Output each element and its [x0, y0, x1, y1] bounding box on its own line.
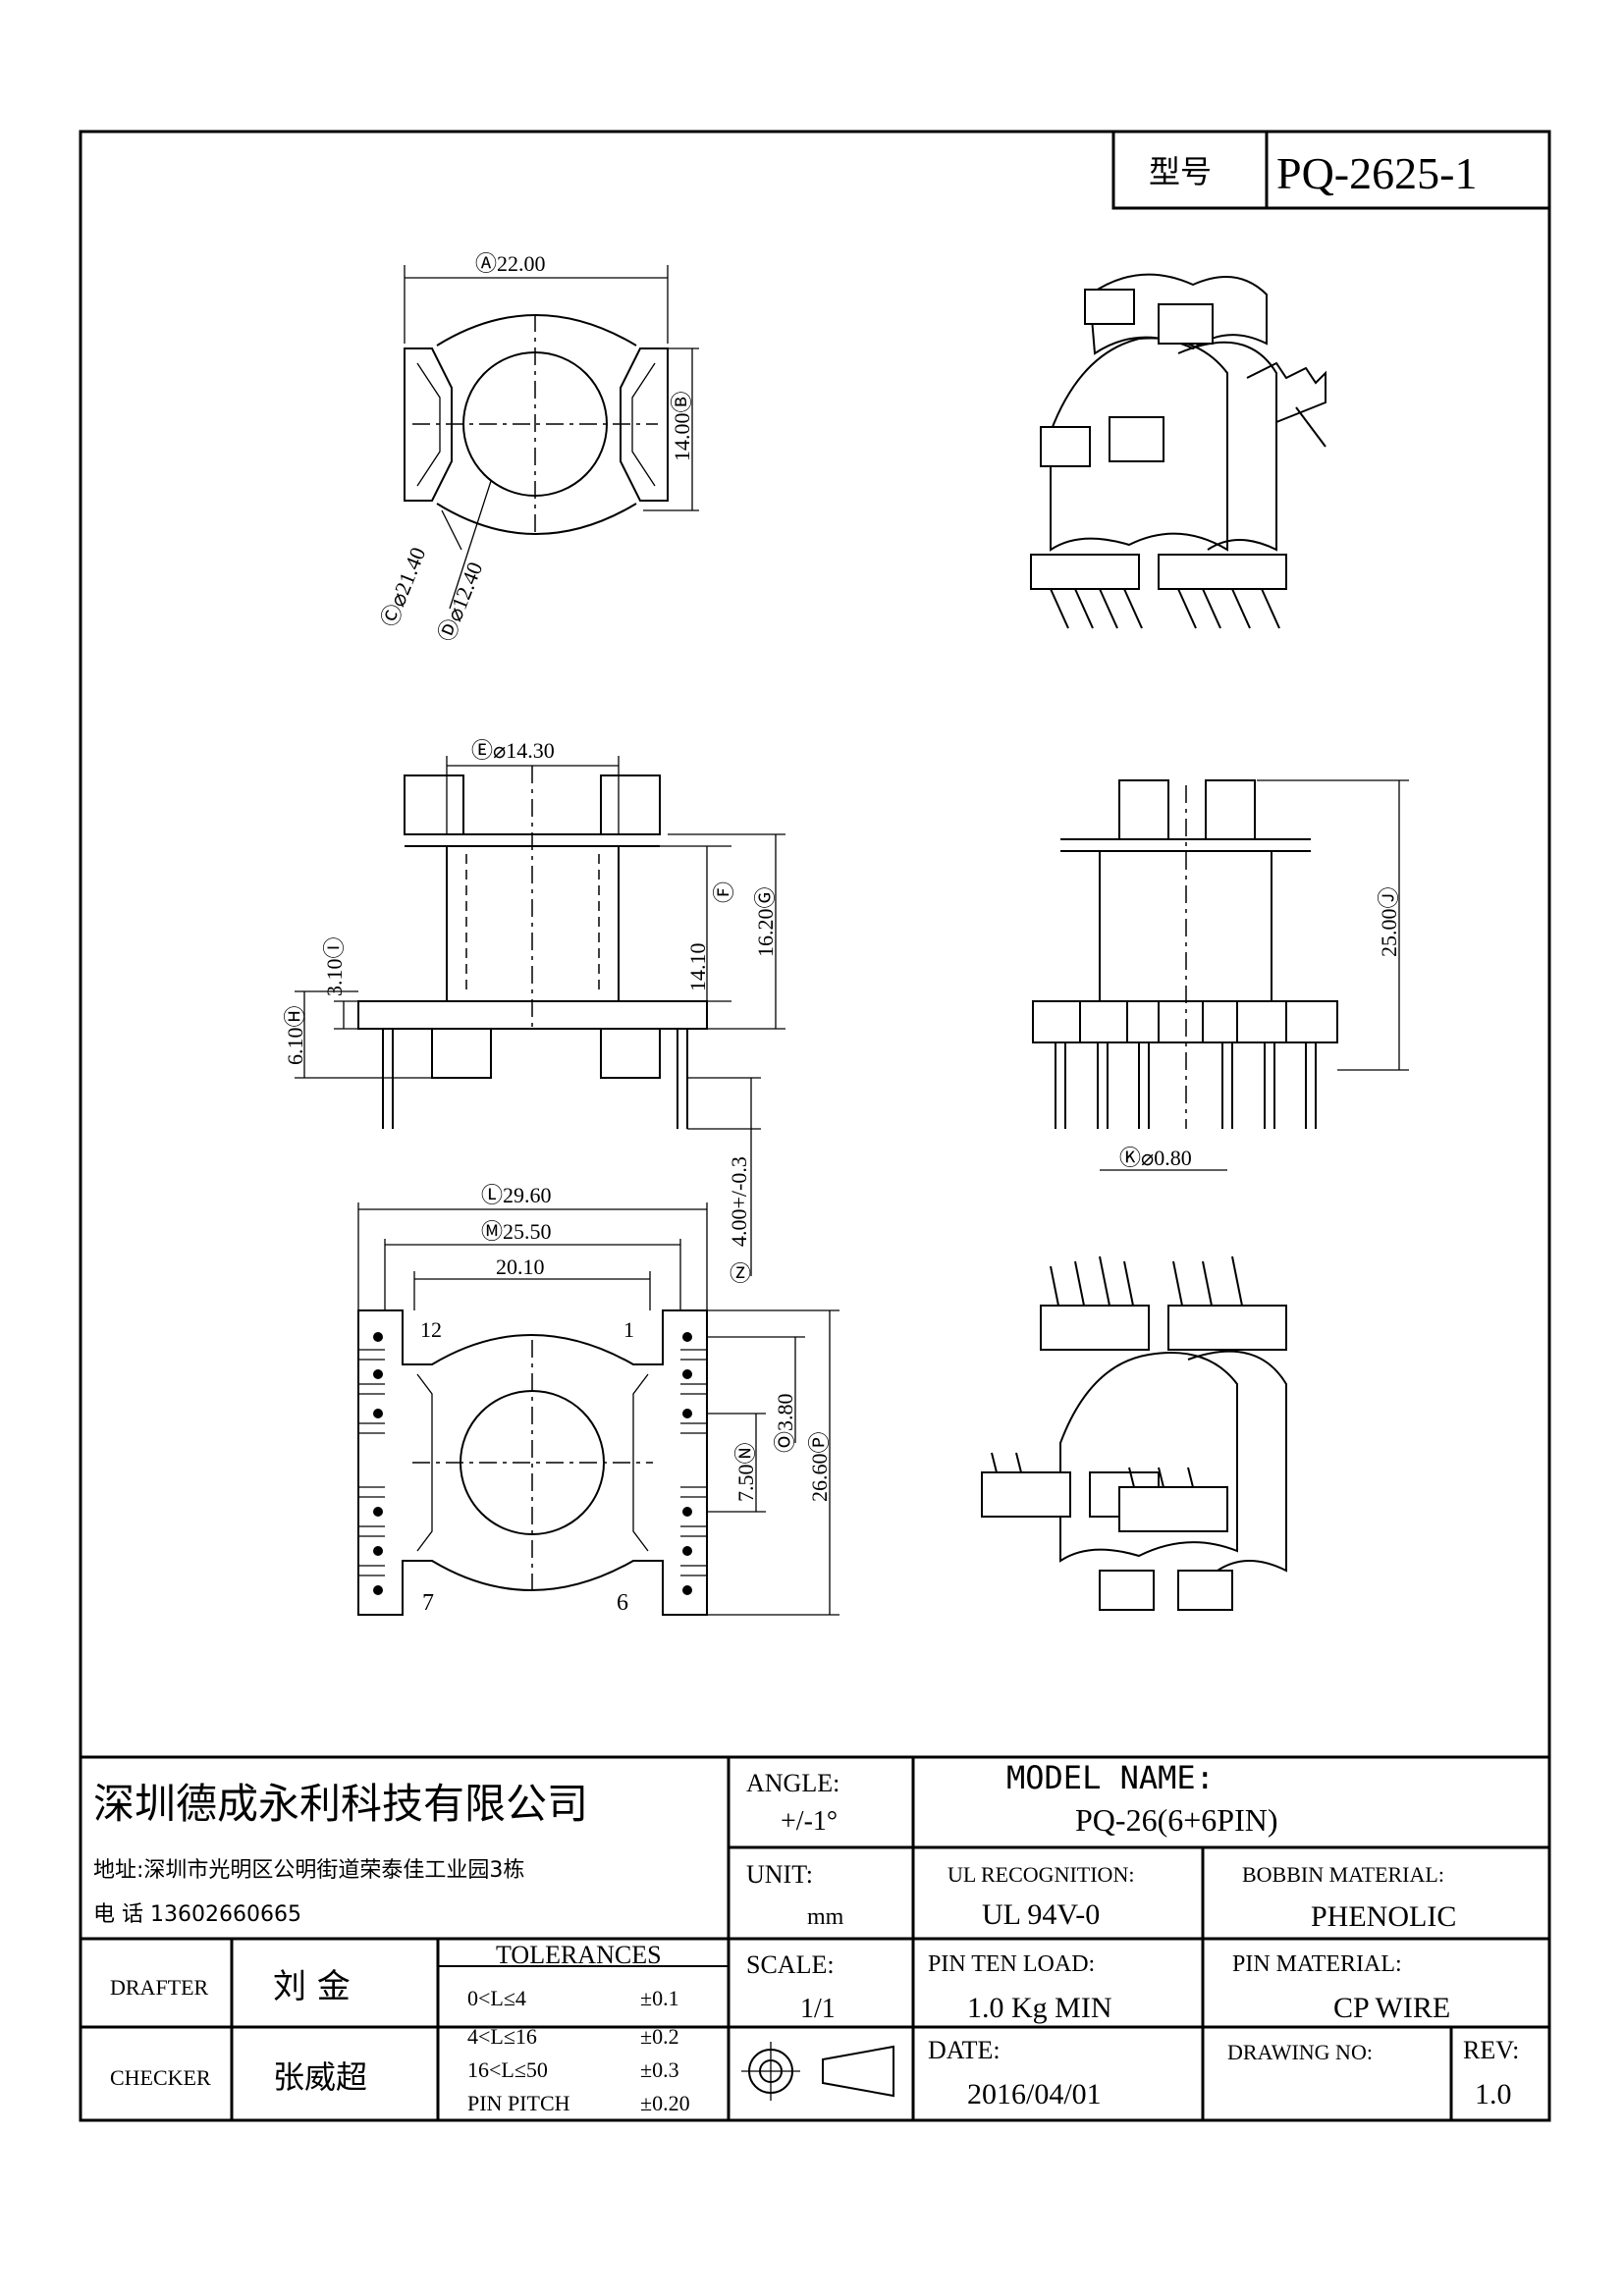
model-box: 型号 PQ-2625-1 — [1111, 130, 1551, 210]
dim-z-tag: Ⓩ — [730, 1261, 751, 1286]
dim-h: 6.10Ⓗ — [283, 1005, 307, 1065]
model-box-value: PQ-2625-1 — [1276, 148, 1477, 198]
checker-label: CHECKER — [110, 2065, 211, 2090]
tol-range-2: 4<L≤16 — [467, 2024, 537, 2049]
pin-label-1: 1 — [623, 1317, 634, 1342]
pin-label-6: 6 — [617, 1590, 628, 1616]
checker-value: 张威超 — [273, 2058, 367, 2096]
side-view: 25.00Ⓙ Ⓚ⌀0.80 — [1032, 779, 1409, 1171]
bottom-view: Ⓛ29.60 Ⓜ25.50 20.10 12 1 7 6 7.50Ⓝ Ⓞ3.80… — [357, 1183, 839, 1616]
dim-n: 7.50Ⓝ — [733, 1442, 758, 1502]
drawing-no-label: DRAWING NO: — [1227, 2040, 1373, 2064]
tol-value-2: ±0.2 — [640, 2024, 679, 2049]
company-name: 深圳德成永利科技有限公司 — [93, 1780, 588, 1828]
model-name-label: MODEL NAME: — [1006, 1759, 1215, 1796]
dim-a: Ⓐ22.00 — [475, 251, 546, 276]
dim-f: 14.10 — [685, 943, 710, 992]
top-view: Ⓐ22.00 14.00Ⓑ Ⓒ⌀21.40 Ⓓ⌀12.40 — [376, 251, 699, 645]
dim-w: 20.10 — [496, 1255, 545, 1279]
dim-l: Ⓛ29.60 — [481, 1183, 552, 1207]
dim-g: 16.20Ⓖ — [753, 886, 778, 957]
dim-m: Ⓜ25.50 — [481, 1219, 552, 1244]
dim-k: Ⓚ⌀0.80 — [1119, 1146, 1192, 1170]
dim-j: 25.00Ⓙ — [1377, 886, 1401, 957]
dim-c: Ⓒ⌀21.40 — [376, 544, 430, 630]
tol-range-1: 0<L≤4 — [467, 1986, 526, 2010]
company-phone: 电 话 13602660665 — [93, 1902, 301, 1927]
dim-z: 4.00+/-0.3 — [727, 1156, 751, 1247]
date-value: 2016/04/01 — [967, 2078, 1102, 2110]
isometric-view-bottom — [981, 1255, 1287, 1611]
pin-label-7: 7 — [422, 1590, 434, 1616]
pin-material-label: PIN MATERIAL: — [1232, 1951, 1402, 1977]
title-block: 深圳德成永利科技有限公司 地址:深圳市光明区公明街道荣泰佳工业园3栋 电 话 1… — [81, 1755, 1549, 2120]
tol-value-3: ±0.3 — [640, 2057, 679, 2082]
company-address: 地址:深圳市光明区公明街道荣泰佳工业园3栋 — [93, 1858, 524, 1883]
dim-i: 3.10Ⓘ — [322, 936, 347, 996]
pin-load-label: PIN TEN LOAD: — [928, 1951, 1095, 1977]
drawing-border — [79, 130, 1551, 2122]
dim-f-tag: Ⓕ — [712, 881, 736, 903]
front-view: Ⓔ⌀14.30 14.10 Ⓕ 16.20Ⓖ 3.10Ⓘ 6.10Ⓗ 4.00+… — [283, 738, 785, 1286]
drafter-value: 刘 金 — [273, 1967, 351, 2006]
pin-load-value: 1.0 Kg MIN — [967, 1992, 1112, 2024]
model-box-label: 型号 — [1149, 153, 1212, 190]
tolerances-label: TOLERANCES — [496, 1941, 662, 1969]
dim-e: Ⓔ⌀14.30 — [471, 738, 555, 763]
projection-symbol-icon — [741, 2042, 894, 2101]
scale-value: 1/1 — [800, 1994, 836, 2024]
date-label: DATE: — [928, 2036, 1001, 2064]
tol-value-1: ±0.1 — [640, 1986, 679, 2010]
bobbin-material-value: PHENOLIC — [1311, 1900, 1456, 1933]
angle-label: ANGLE: — [746, 1769, 839, 1797]
model-name-value: PQ-26(6+6PIN) — [1075, 1802, 1277, 1838]
ul-label: UL RECOGNITION: — [947, 1862, 1134, 1887]
unit-value: mm — [807, 1904, 844, 1930]
bobbin-material-label: BOBBIN MATERIAL: — [1242, 1862, 1444, 1887]
angle-value: +/-1° — [781, 1806, 838, 1837]
drafter-label: DRAFTER — [110, 1975, 209, 2000]
dim-b: 14.00Ⓑ — [670, 391, 694, 461]
tol-value-4: ±0.20 — [640, 2091, 690, 2115]
isometric-view-top — [1030, 273, 1326, 629]
pin-material-value: CP WIRE — [1333, 1992, 1450, 2024]
unit-label: UNIT: — [746, 1860, 813, 1889]
pin-label-12: 12 — [420, 1317, 442, 1342]
tol-range-3: 16<L≤50 — [467, 2057, 548, 2082]
rev-label: REV: — [1463, 2036, 1519, 2064]
scale-label: SCALE: — [746, 1950, 835, 1979]
dim-d: Ⓓ⌀12.40 — [433, 559, 487, 645]
tol-range-4: PIN PITCH — [467, 2091, 570, 2115]
rev-value: 1.0 — [1475, 2078, 1512, 2110]
ul-value: UL 94V-0 — [982, 1898, 1100, 1931]
dim-o: Ⓞ3.80 — [773, 1393, 797, 1453]
dim-p: 26.60Ⓟ — [807, 1431, 832, 1502]
